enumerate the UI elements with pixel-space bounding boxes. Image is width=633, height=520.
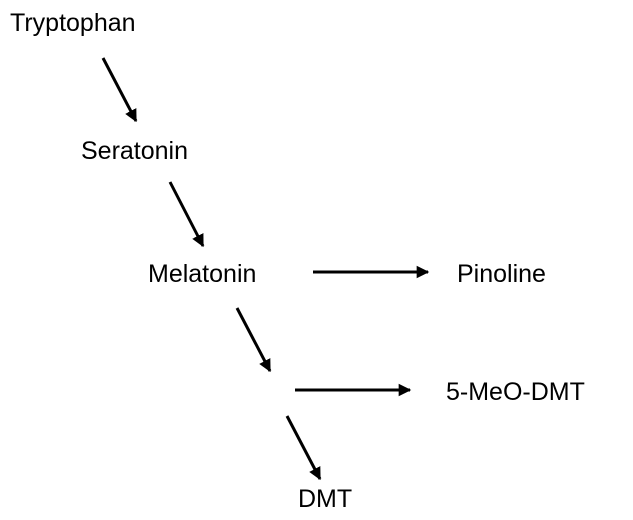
- arrow-seratonin-to-melatonin: [168, 181, 205, 248]
- arrow-tryptophan-to-seratonin: [101, 57, 138, 123]
- compound-tryptophan: Tryptophan: [10, 9, 136, 37]
- compound-dmt: DMT: [298, 485, 353, 513]
- compound-pinoline: Pinoline: [457, 260, 546, 288]
- compound-5-meo-dmt: 5-MeO-DMT: [446, 378, 585, 406]
- arrow-melatonin-to-intermediate: [235, 307, 272, 373]
- compound-seratonin: Seratonin: [81, 137, 189, 165]
- compound-melatonin: Melatonin: [148, 260, 257, 288]
- arrow-intermediate-to-dmt: [285, 415, 322, 481]
